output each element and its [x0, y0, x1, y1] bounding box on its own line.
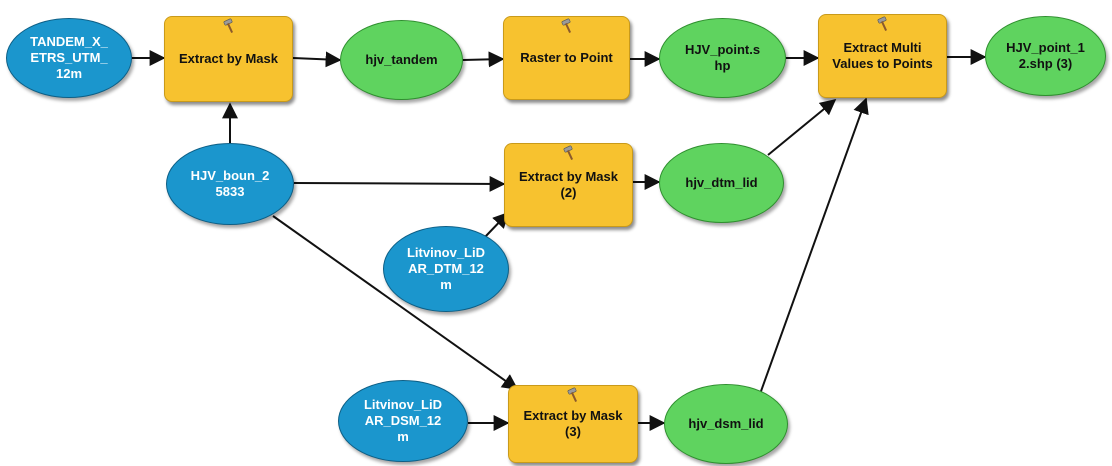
output-hjv-dtm-lid[interactable]: hjv_dtm_lid: [659, 143, 784, 223]
tool-raster-to-point[interactable]: Raster to Point: [503, 16, 630, 100]
input-litvinov-dtm-label: Litvinov_LiD AR_DTM_12 m: [406, 245, 485, 292]
tool-extract-multi-values-label: Extract Multi Values to Points: [832, 40, 933, 71]
input-tandem-x-dem-label: TANDEM_X_ ETRS_UTM_ 12m: [30, 34, 108, 81]
output-hjv-point-12[interactable]: HJV_point_1 2.shp (3): [985, 16, 1106, 96]
input-litvinov-dsm-label: Litvinov_LiD AR_DSM_12 m: [363, 397, 442, 444]
input-hjv-boundary[interactable]: HJV_boun_2 5833: [166, 143, 294, 225]
tool-extract-by-mask-label: Extract by Mask: [179, 51, 278, 66]
hammer-icon: [223, 18, 233, 33]
hammer-icon: [567, 387, 578, 402]
output-hjv-tandem-label: hjv_tandem: [365, 52, 438, 67]
connector-boun-to-extract2: [293, 175, 506, 192]
output-hjv-point-label: HJV_point.s hp: [684, 42, 761, 73]
connector-boun-to-extract3: [272, 215, 519, 390]
output-hjv-dtm-lid-label: hjv_dtm_lid: [685, 175, 758, 190]
connector-dtm-lid-to-extract-multi: [767, 98, 837, 156]
tool-extract-by-mask[interactable]: Extract by Mask: [164, 16, 293, 102]
hammer-icon: [563, 145, 573, 160]
input-tandem-x-dem[interactable]: TANDEM_X_ ETRS_UTM_ 12m: [6, 18, 132, 98]
connector-extract1-to-hjv-tandem: [292, 51, 342, 68]
tool-extract-multi-values[interactable]: Extract Multi Values to Points: [818, 14, 947, 98]
output-hjv-dsm-lid-label: hjv_dsm_lid: [688, 416, 764, 431]
hammer-icon: [877, 16, 887, 31]
tool-extract-by-mask-2-label: Extract by Mask (2): [519, 169, 618, 200]
input-litvinov-dtm[interactable]: Litvinov_LiD AR_DTM_12 m: [383, 226, 509, 312]
output-hjv-point-12-label: HJV_point_1 2.shp (3): [1006, 40, 1085, 71]
output-hjv-point[interactable]: HJV_point.s hp: [659, 18, 786, 98]
output-hjv-dsm-lid[interactable]: hjv_dsm_lid: [664, 384, 788, 464]
tool-extract-by-mask-2[interactable]: Extract by Mask (2): [504, 143, 633, 227]
tool-extract-by-mask-3-label: Extract by Mask (3): [523, 408, 623, 439]
connector-dsm-lid-to-extract-multi: [759, 97, 869, 395]
input-hjv-boundary-label: HJV_boun_2 5833: [190, 168, 270, 199]
input-litvinov-dsm[interactable]: Litvinov_LiD AR_DSM_12 m: [338, 380, 468, 462]
tool-extract-by-mask-3[interactable]: Extract by Mask (3): [508, 385, 638, 463]
tool-raster-to-point-label: Raster to Point: [520, 50, 613, 65]
output-hjv-tandem[interactable]: hjv_tandem: [340, 20, 463, 100]
connector-hjv-tandem-to-raster: [462, 51, 505, 68]
hammer-icon: [561, 18, 571, 33]
